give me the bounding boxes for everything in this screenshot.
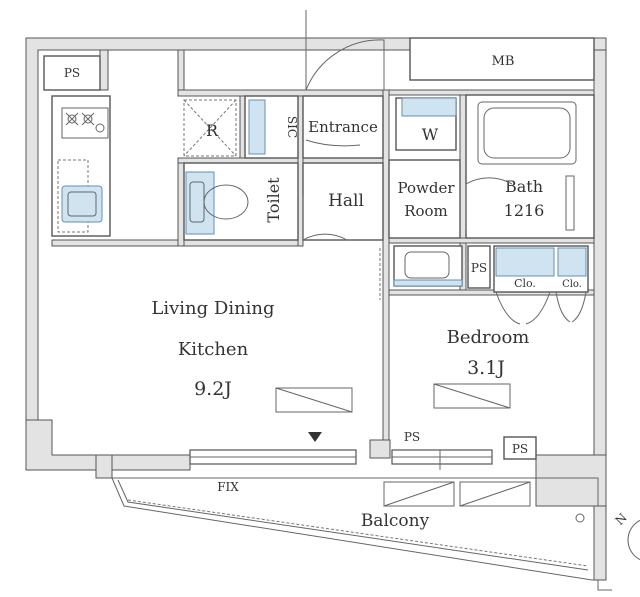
ldk-label-line2: Kitchen	[178, 339, 249, 360]
bedroom: Bedroom 3.1J	[379, 248, 530, 409]
balcony-label: Balcony	[361, 511, 430, 531]
sic-closet: SIC	[244, 95, 299, 159]
ps-mid-box: PS	[467, 245, 491, 289]
fix-label: FIX	[217, 480, 239, 494]
entrance-door-icon	[305, 10, 385, 91]
mb-label: MB	[492, 54, 515, 69]
washbasin-icon	[393, 245, 463, 287]
compass-label: N	[613, 511, 630, 528]
mb-box	[409, 37, 595, 81]
ps-top-left-label: PS	[64, 66, 80, 80]
closets: Clo. Clo.	[493, 245, 589, 325]
hall-label: Hall	[328, 191, 364, 211]
ps-bottom-right-box: PS	[503, 436, 537, 460]
hall-area: Hall	[302, 162, 384, 241]
toilet-room: Toilet	[183, 162, 299, 241]
ldk-label-line1: Living Dining	[151, 298, 274, 319]
closet-label-1: Clo.	[514, 277, 536, 290]
balcony-unit-1	[383, 481, 455, 507]
bath-size-label: 1216	[504, 201, 545, 220]
outer-walls	[25, 37, 607, 507]
compass-icon: N	[613, 511, 640, 561]
windows	[189, 449, 493, 470]
bedroom-aircon-icon	[433, 383, 511, 409]
washer-space: W	[395, 97, 457, 151]
bedroom-label: Bedroom	[447, 327, 530, 348]
bedroom-size-label: 3.1J	[467, 357, 505, 379]
washer-label: W	[422, 125, 439, 144]
bath-room: Bath 1216	[465, 94, 595, 239]
ps-top-left-box	[43, 55, 101, 91]
ldk-aircon-icon	[275, 387, 353, 413]
bathtub-icon	[477, 101, 577, 165]
ldk-size-label: 9.2J	[194, 378, 232, 400]
balcony: FIX Balcony	[111, 477, 612, 591]
bath-label: Bath	[505, 177, 543, 196]
ldk-room: Living Dining Kitchen 9.2J	[151, 298, 353, 442]
toilet-icon	[189, 181, 249, 223]
ps-mid-label: PS	[471, 261, 487, 275]
sink-icon	[61, 185, 103, 223]
entrance-area: Entrance	[302, 10, 385, 159]
ps-bottom-right-label: PS	[512, 442, 528, 456]
kitchen-counter	[51, 95, 111, 237]
refrigerator-space: R	[183, 99, 237, 157]
stove-icon	[65, 112, 105, 133]
entrance-label: Entrance	[308, 118, 378, 136]
sic-label: SIC	[285, 116, 299, 138]
powder-room-label-line1: Powder	[397, 179, 455, 197]
powder-room-label-line2: Room	[404, 202, 448, 220]
ps-bottom-label: PS	[404, 430, 420, 444]
ldk-arrow-icon	[308, 432, 322, 442]
powder-room: Powder Room	[388, 159, 463, 287]
refrigerator-label: R	[206, 121, 219, 140]
toilet-label: Toilet	[264, 177, 283, 223]
closet-label-2: Clo.	[562, 279, 582, 290]
balcony-unit-2	[459, 481, 531, 507]
